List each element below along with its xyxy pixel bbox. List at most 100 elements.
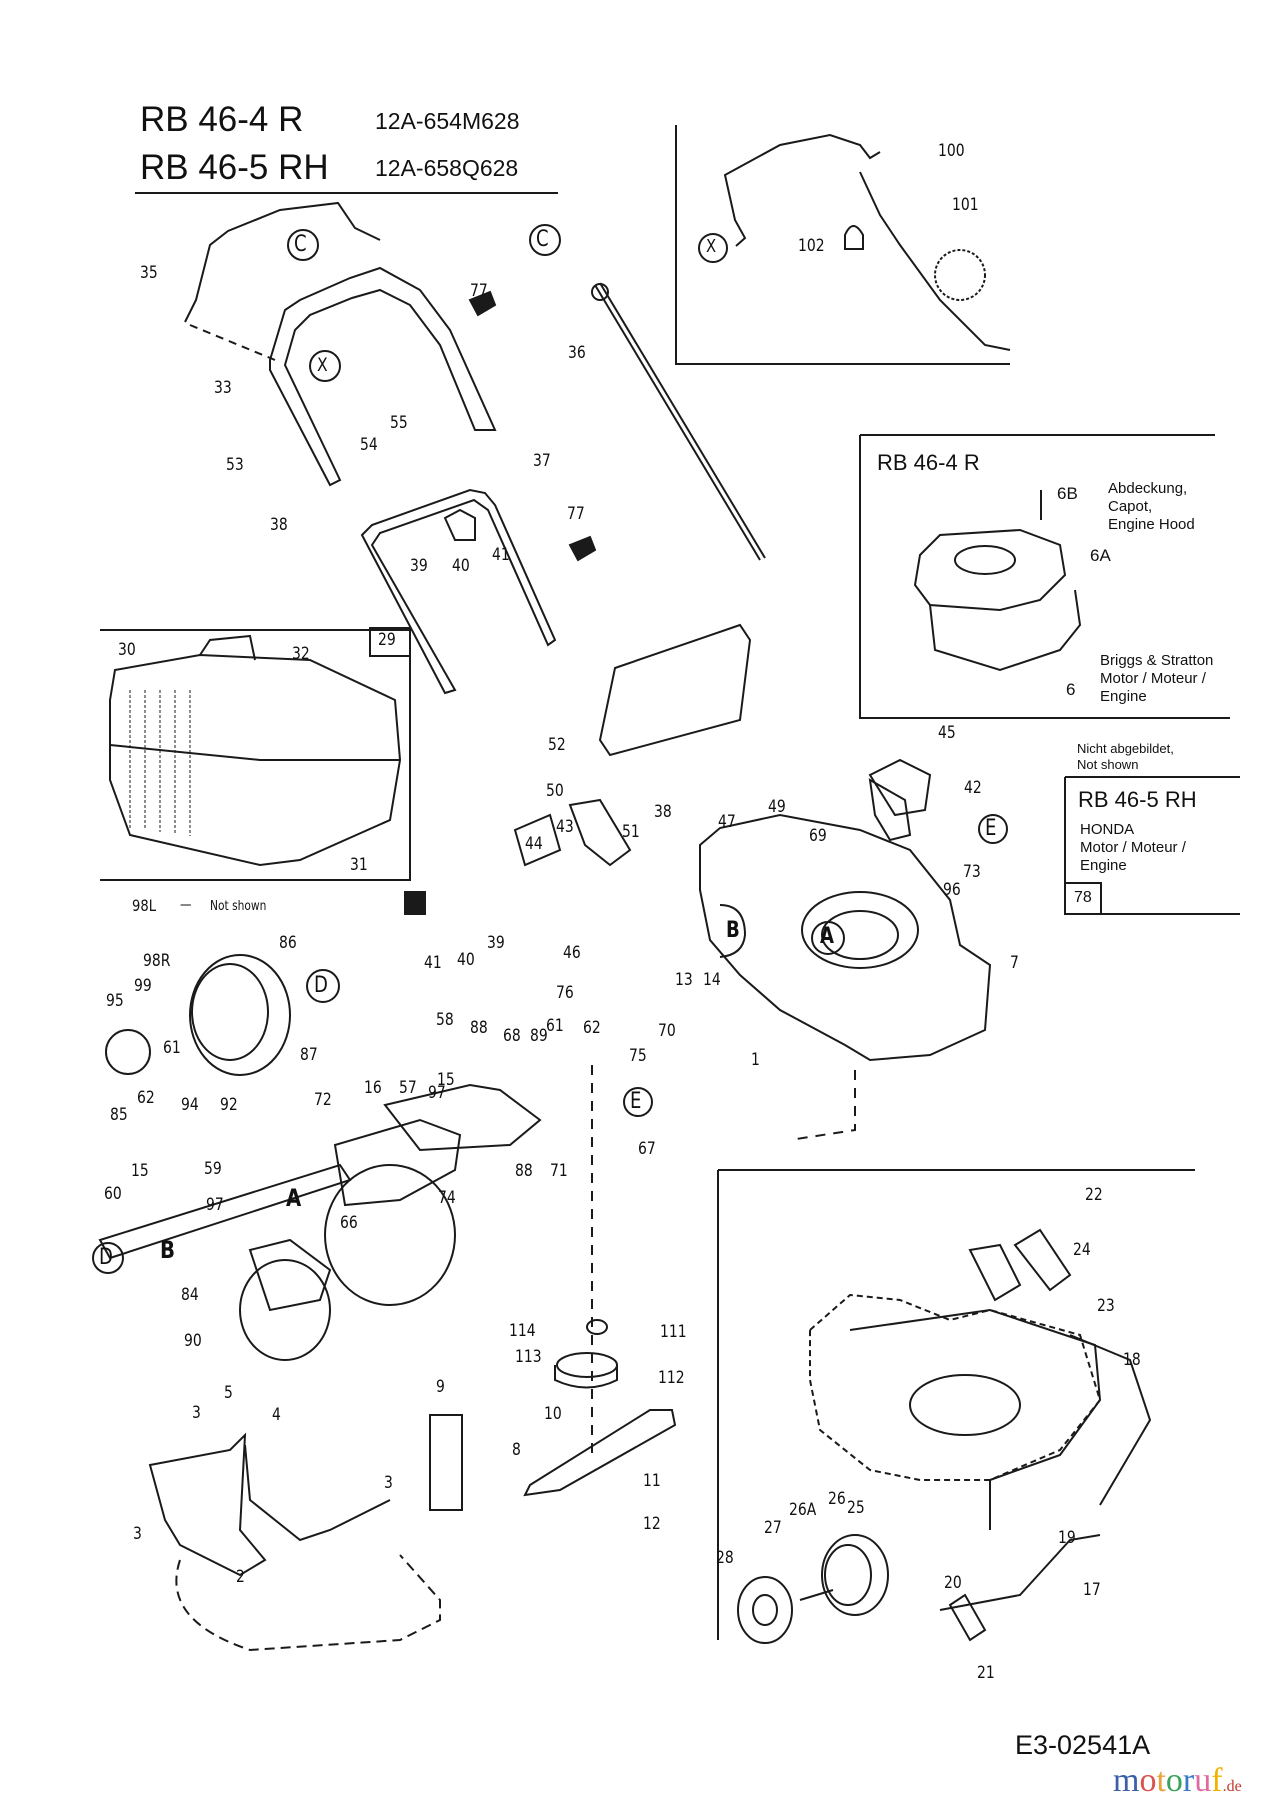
bracket-42	[870, 780, 910, 840]
part-label-69: 69	[809, 826, 827, 846]
drive-bracket	[385, 1085, 540, 1150]
part-label-72: 72	[314, 1090, 332, 1110]
part-label-97: 97	[428, 1083, 446, 1103]
marker-c-label-2: C	[536, 227, 549, 252]
part-label-19: 19	[1058, 1528, 1076, 1548]
clip-77-mid	[570, 537, 595, 560]
cable-101	[860, 172, 1010, 350]
part-label-85: 85	[110, 1105, 128, 1125]
handle-holder-23	[970, 1245, 1020, 1300]
part-label-43: 43	[556, 817, 574, 837]
control-bar-100	[725, 135, 880, 246]
part-label-22: 22	[1085, 1185, 1103, 1205]
part-32: 32	[292, 644, 310, 664]
hood-label-line-2: Capot,	[1108, 498, 1153, 515]
marker-d-label-1: D	[314, 973, 328, 998]
note-98l-dash: —	[180, 897, 192, 913]
model-code-2: 12A-658Q628	[375, 155, 519, 181]
part-label-77: 77	[567, 504, 585, 524]
clip-102	[845, 226, 863, 249]
part-label-39: 39	[410, 556, 428, 576]
part-label-47: 47	[718, 812, 736, 832]
part-label-41: 41	[424, 953, 442, 973]
part-label-57: 57	[399, 1078, 417, 1098]
cable-36	[595, 285, 760, 560]
part-label-88: 88	[470, 1018, 488, 1038]
gearbox-housing	[335, 1120, 460, 1205]
part-label-15: 15	[437, 1070, 455, 1090]
part-label-76: 76	[556, 983, 574, 1003]
part-label-25: 25	[847, 1498, 865, 1518]
marker-x-label-1: X	[317, 354, 328, 376]
part-30: 30	[118, 640, 136, 660]
bracket-43	[570, 800, 630, 865]
part-label-36: 36	[568, 343, 586, 363]
marker-d-circle-1	[307, 970, 339, 1002]
part-label-51: 51	[622, 822, 640, 842]
part-label-26a: 26A	[789, 1500, 817, 1520]
part-label-52: 52	[548, 735, 566, 755]
marker-d-label-2: D	[99, 1245, 113, 1270]
upper-handle-33	[270, 268, 495, 485]
part-label-46: 46	[563, 943, 581, 963]
engine-b-s	[915, 530, 1065, 610]
watermark-letter: m	[1113, 1762, 1140, 1799]
catcher-box-border	[100, 630, 410, 880]
adjuster-plate	[950, 1595, 985, 1640]
part-label-38: 38	[654, 802, 672, 822]
part-label-54: 54	[360, 435, 378, 455]
part-label-97: 97	[206, 1195, 224, 1215]
part-label-5: 5	[224, 1383, 233, 1403]
part-label-20: 20	[944, 1573, 962, 1593]
part-label-12: 12	[643, 1514, 661, 1534]
mulch-insert-2	[150, 1435, 265, 1575]
rear-flap-52	[600, 625, 750, 755]
marker-a-label-2: A	[286, 1184, 302, 1212]
rear-flap-rod-18	[1070, 1335, 1150, 1505]
model-name-1: RB 46-4 R	[140, 100, 304, 139]
part-label-74: 74	[438, 1188, 456, 1208]
not-shown-line-1: Nicht abgebildet,	[1077, 741, 1174, 756]
part-label-11: 11	[643, 1471, 661, 1491]
marker-b-label-1: B	[726, 918, 740, 943]
part-label-61: 61	[546, 1016, 564, 1036]
part-label-98r: 98R	[143, 951, 171, 971]
clip-77-top	[470, 292, 495, 315]
marker-b-label-2: B	[160, 1236, 176, 1264]
marker-a-label-1: A	[820, 924, 834, 949]
rear-deck-outline	[810, 1295, 1100, 1480]
part-label-62: 62	[583, 1018, 601, 1038]
part-label-62: 62	[137, 1088, 155, 1108]
honda-engine-line-2: Engine	[1080, 857, 1127, 874]
part-label-70: 70	[658, 1021, 676, 1041]
part-label-14: 14	[703, 970, 721, 990]
part-label-26: 26	[828, 1489, 846, 1509]
part-label-7: 7	[1010, 953, 1019, 973]
marker-a-circle-1	[812, 922, 844, 954]
part-label-92: 92	[220, 1095, 238, 1115]
part-label-8: 8	[512, 1440, 521, 1460]
part-label-53: 53	[226, 455, 244, 475]
part-label-40: 40	[457, 950, 475, 970]
part-label-102: 102	[798, 236, 825, 256]
mower-deck-1	[700, 815, 990, 1060]
guide-line	[190, 325, 275, 360]
part-label-35: 35	[140, 263, 158, 283]
part-label-66: 66	[340, 1213, 358, 1233]
not-shown-line-2: Not shown	[1077, 757, 1139, 772]
part-label-101: 101	[952, 195, 979, 215]
drawing-number: E3-02541A	[1015, 1730, 1151, 1760]
note-98l-part: 98L	[132, 896, 157, 915]
knob-41	[405, 892, 425, 914]
part-label-37: 37	[533, 451, 551, 471]
marker-x-circle-2	[699, 234, 727, 262]
adjuster-45	[870, 760, 930, 815]
part-label-24: 24	[1073, 1240, 1091, 1260]
part-label-67: 67	[638, 1139, 656, 1159]
part-label-2: 2	[236, 1567, 245, 1587]
cable-guide-41	[445, 510, 475, 540]
part-label-89: 89	[530, 1026, 548, 1046]
axle-bolt-27	[800, 1590, 833, 1600]
part-label-3: 3	[384, 1473, 393, 1493]
